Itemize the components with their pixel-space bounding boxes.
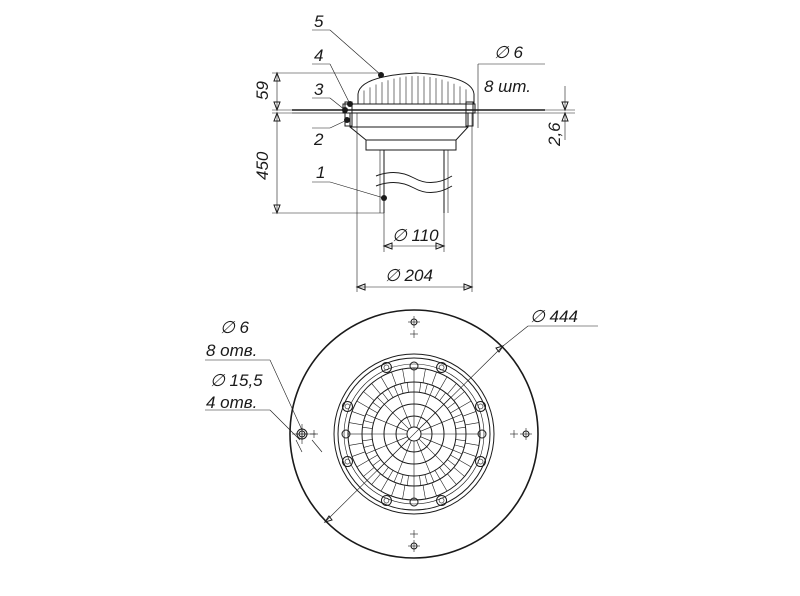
callout-5: 5 [314, 12, 324, 31]
grate-cells [348, 368, 480, 500]
callouts: 5 4 3 2 1 [312, 12, 387, 201]
flange-outer [289, 309, 539, 559]
dim-height-top: 59 [253, 81, 272, 100]
holes-large-count: 4 отв. [206, 393, 257, 412]
callout-2: 2 [313, 130, 324, 149]
callout-4: 4 [314, 46, 323, 65]
dim-outer-diameter: ∅ 444 [530, 307, 578, 326]
dim-thickness: 2,6 [545, 122, 564, 147]
callout-1: 1 [316, 163, 325, 182]
dim-body-diameter: ∅ 204 [385, 266, 433, 285]
side-view: ∅ 110 ∅ 204 59 450 2,6 ∅ 6 8 шт. [253, 12, 575, 292]
dim-fastener-diameter: ∅ 6 [494, 43, 524, 62]
plan-view: ∅ 444 ∅ 6 8 отв. ∅ 15,5 4 отв. [205, 307, 598, 559]
holes-large-diameter: ∅ 15,5 [210, 371, 263, 390]
dim-pipe-diameter: ∅ 110 [392, 226, 439, 245]
callout-3: 3 [314, 80, 324, 99]
bolt-holes [341, 361, 487, 507]
dome-ribs [363, 76, 467, 104]
dim-height-pipe: 450 [253, 151, 272, 180]
dome-grate [357, 72, 475, 105]
dim-fastener-count: 8 шт. [484, 77, 531, 96]
holes-small-diameter: ∅ 6 [220, 318, 250, 337]
holes-small-count: 8 отв. [206, 341, 257, 360]
